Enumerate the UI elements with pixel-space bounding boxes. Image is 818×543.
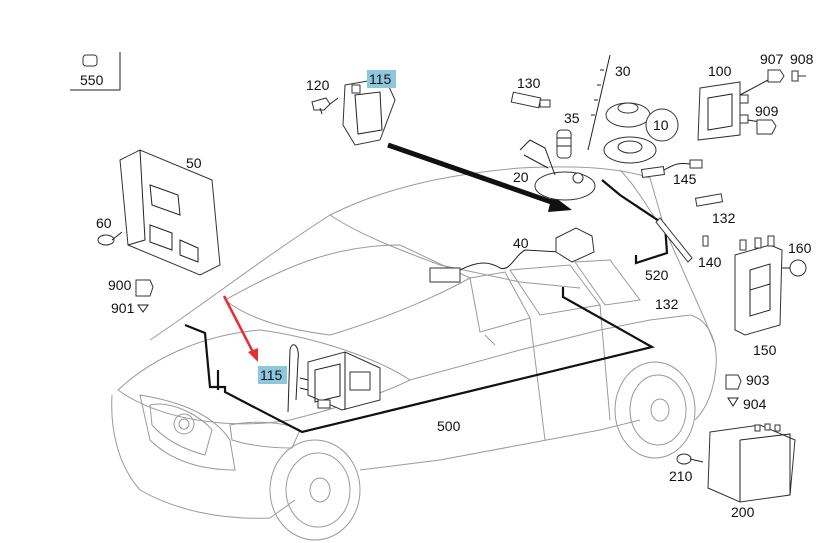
part-150: 150 [734,235,783,358]
connector-icon [510,91,542,109]
part-200: 200 [707,423,796,520]
part-907: 907 [760,51,785,83]
label-40: 40 [513,235,529,251]
label-145: 145 [673,171,697,187]
phone-module-icon [734,244,783,336]
pin-901-icon [137,304,149,313]
label-901: 901 [111,300,135,316]
part-50: 50 [119,149,221,276]
highlight-arrow [222,295,256,355]
label-500: 500 [437,418,461,434]
bolt-210-icon [676,453,692,465]
label-150: 150 [753,342,777,358]
box-module-icon [707,424,796,503]
label-900: 900 [108,277,132,293]
screw-head-icon [97,234,115,246]
label-908: 908 [790,51,814,67]
part-140: 140 [655,217,722,270]
part-903: 903 [725,372,770,390]
socket-icon [756,119,777,135]
label-60: 60 [96,215,112,231]
bolt-icon [789,259,807,277]
pin-904-icon [727,397,739,407]
plug-icon [767,69,785,83]
label-550: 550 [80,72,104,88]
car-outline [111,166,717,541]
harness-520 [601,179,669,265]
label-10: 10 [653,117,669,133]
part-20: 20 [513,139,596,201]
cable-lead-icon [655,217,693,263]
label-35: 35 [564,110,580,126]
antenna-mast [587,54,611,151]
part-115-left: 115 [258,351,381,411]
splitter-box [429,267,461,283]
label-520: 520 [645,267,669,283]
part-550: 550 [70,52,121,91]
cable-connector-icon [640,165,666,179]
part-900: 900 [108,277,154,297]
radio-unit-icon [697,81,741,141]
label-120: 120 [306,77,330,93]
module-cable [287,344,299,413]
part-130: 130 [510,75,551,109]
part-132-top: 132 [694,193,736,247]
wiring-harness [184,179,669,434]
label-200: 200 [731,504,755,520]
part-901: 901 [111,300,149,316]
label-132-top: 132 [712,210,736,226]
part-40: 40 [429,227,595,283]
part-35: 35 [556,110,580,159]
part-145: 145 [640,159,703,187]
part-115-top: 115 [342,70,396,146]
label-132-mid: 132 [655,296,679,312]
label-130: 130 [517,75,541,91]
label-907: 907 [760,51,784,67]
label-903: 903 [746,372,770,388]
harness-500 [184,287,655,434]
part-120: 120 [306,77,339,115]
part-60: 60 [96,215,123,246]
part-100: 100 [697,63,769,141]
plug-903-icon [725,374,742,390]
part-160: 160 [782,240,812,277]
highlight-115-left [258,366,287,384]
part-10: 10 [603,102,679,164]
antenna-cable-40 [459,249,561,271]
screw-icon [791,70,806,82]
control-unit-icon [119,149,221,276]
roof-antenna-icon [534,171,596,201]
part-30: 30 [587,54,631,151]
label-30: 30 [615,63,631,79]
grommet-icon [556,129,572,159]
label-20: 20 [513,169,529,185]
cap-icon [82,54,98,67]
part-909: 909 [755,103,779,135]
label-210: 210 [669,468,693,484]
part-908: 908 [790,51,814,82]
clip-icon [311,97,331,111]
label-909: 909 [755,103,779,119]
label-160: 160 [788,240,812,256]
part-904: 904 [727,396,767,412]
label-115-left: 115 [260,367,283,383]
label-100: 100 [708,63,732,79]
leader-arrow-115 [387,142,561,208]
antenna-module-icon [555,227,595,263]
highlight-arrow-head [248,348,258,362]
plug-900-icon [135,279,154,297]
adapter-icon [694,193,724,207]
label-904: 904 [743,396,767,412]
label-140: 140 [698,254,722,270]
highlight-115-top [367,70,396,88]
label-50: 50 [186,155,202,171]
part-210: 210 [669,453,704,484]
label-115-top: 115 [369,71,392,87]
callout-circle-10 [645,108,679,142]
